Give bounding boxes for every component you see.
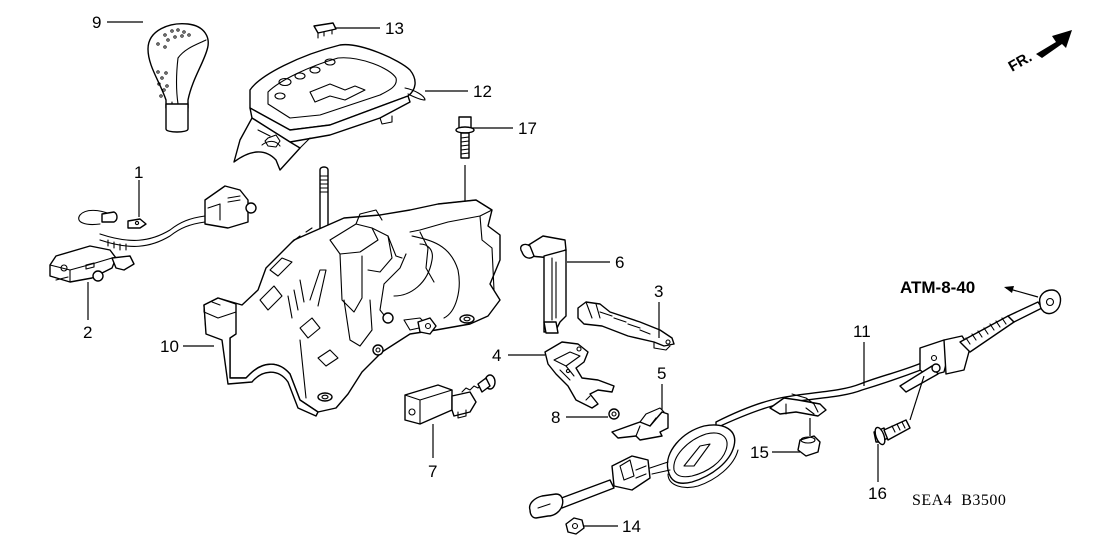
- callout-9[interactable]: 9: [92, 13, 101, 32]
- callout-6[interactable]: 6: [615, 253, 624, 272]
- callout-11[interactable]: 11: [853, 322, 871, 341]
- callout-10[interactable]: 10: [160, 337, 179, 356]
- clip-part[interactable]: [127, 218, 147, 229]
- flange-bolt-part[interactable]: [873, 419, 911, 446]
- callout-1[interactable]: 1: [134, 163, 143, 182]
- leader-16-up: [909, 375, 925, 421]
- lever-bracket-part[interactable]: [544, 341, 615, 409]
- front-label: FR.: [1006, 49, 1035, 76]
- reference-label[interactable]: ATM-8-40: [900, 278, 975, 297]
- figure-code: SEA4 B3500: [912, 492, 1006, 509]
- callout-17[interactable]: 17: [518, 119, 537, 138]
- callout-16[interactable]: 16: [868, 484, 887, 503]
- shift-cable-part[interactable]: [528, 289, 1062, 519]
- washer-part[interactable]: [608, 408, 620, 420]
- solenoid-part[interactable]: [404, 374, 496, 425]
- arrow-left-icon: [1004, 286, 1039, 298]
- callout-15[interactable]: 15: [750, 443, 769, 462]
- front-arrow-icon: [1036, 30, 1072, 58]
- indicator-cap-part[interactable]: [313, 22, 337, 39]
- switch-harness-part[interactable]: [49, 185, 257, 283]
- callout-5[interactable]: 5: [657, 364, 666, 383]
- callout-14[interactable]: 14: [622, 517, 641, 536]
- callout-3[interactable]: 3: [654, 282, 663, 301]
- callout-2[interactable]: 2: [83, 323, 92, 342]
- callout-12[interactable]: 12: [473, 82, 492, 101]
- bracket-rod-shape[interactable]: [577, 301, 675, 351]
- callout-4[interactable]: 4: [492, 346, 501, 365]
- bolt-part[interactable]: [455, 116, 475, 159]
- position-sensor-clip-part[interactable]: [520, 235, 567, 334]
- flange-nut-part[interactable]: [797, 435, 821, 457]
- callout-7[interactable]: 7: [428, 462, 437, 481]
- indicator-panel-part[interactable]: [233, 44, 426, 171]
- callout-8[interactable]: 8: [551, 408, 560, 427]
- lock-plate-part[interactable]: [611, 407, 669, 441]
- front-direction-indicator: FR.: [1006, 30, 1072, 76]
- shift-lever-base-part[interactable]: [203, 166, 501, 417]
- shift-knob-part[interactable]: [147, 23, 209, 133]
- callout-13[interactable]: 13: [385, 19, 404, 38]
- nut-part[interactable]: [565, 517, 585, 535]
